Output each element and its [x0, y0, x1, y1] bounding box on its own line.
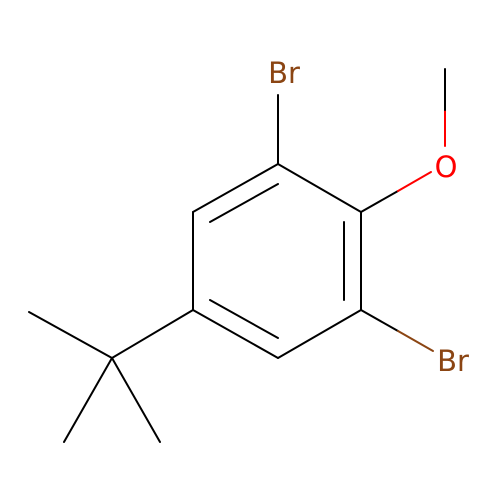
ring-inner-bond-c5-c6 [209, 183, 279, 223]
ring-bond-c5-c6 [192, 163, 279, 213]
bond-c1-oxygen-colored [397, 171, 432, 192]
bond-quaternary-methyl-3 [111, 357, 161, 443]
bromine-label-bottom: Br [437, 344, 469, 378]
ring-bond-c6-c1 [277, 163, 362, 213]
bond-c2-br-bottom-colored [397, 330, 434, 352]
bond-c4-quaternary [111, 309, 194, 359]
bromine-label-top: Br [268, 56, 300, 90]
bond-c1-oxygen-dark [360, 190, 399, 213]
bond-c2-br-bottom-dark [360, 309, 399, 332]
ring-bond-c2-c3 [277, 309, 362, 359]
oxygen-label: O [435, 150, 458, 184]
ring-inner-bond-c3-c4 [209, 299, 279, 339]
bond-quaternary-methyl-1 [28, 311, 113, 359]
bond-quaternary-methyl-2 [63, 357, 113, 443]
ring-bond-c3-c4 [192, 309, 279, 359]
